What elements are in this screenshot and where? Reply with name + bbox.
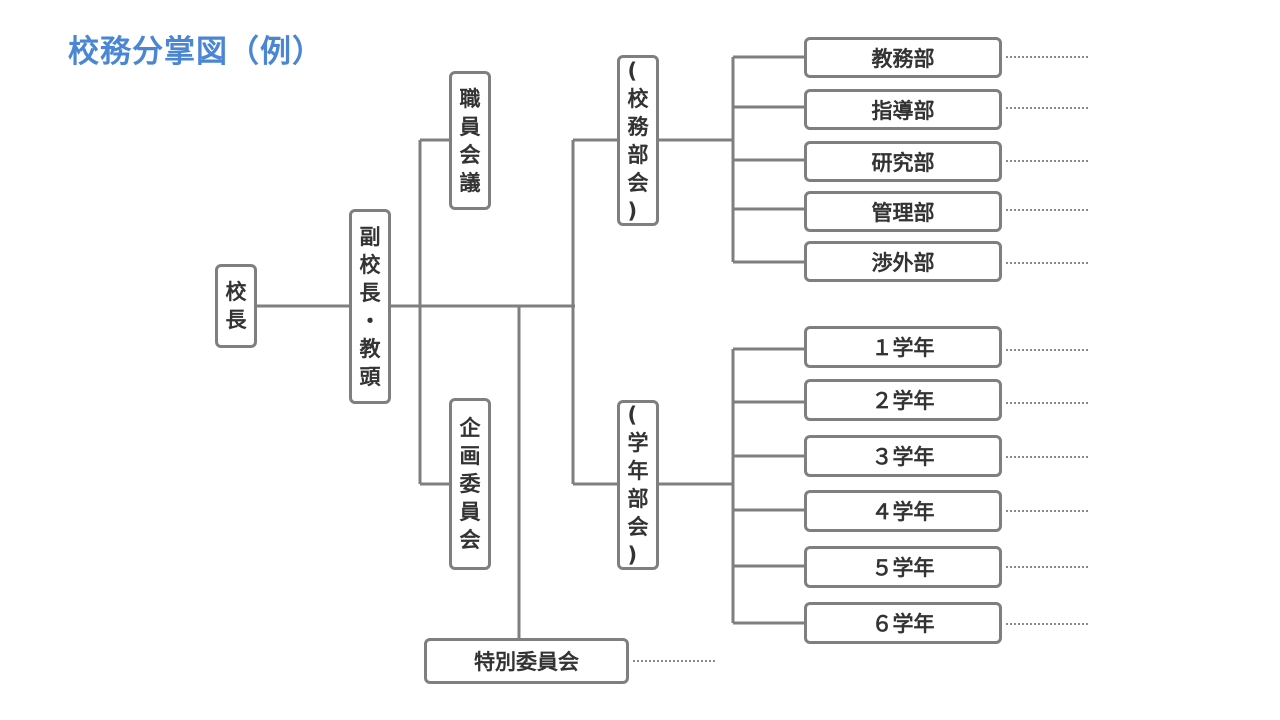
special-committee-continuation [633,660,715,662]
page-title: 校務分掌図（例） [68,34,324,70]
principal-box: 校長 [215,264,257,348]
grade-label: ３学年 [871,445,935,469]
department-box: 渉外部 [804,241,1002,282]
grade-council-label: (学年部会) [627,403,649,567]
planning-committee-label: 企画委員会 [459,416,481,552]
grade-box: ４学年 [804,490,1002,532]
department-continuation [1006,262,1088,264]
grade-continuation [1006,456,1088,458]
grade-box: １学年 [804,326,1002,368]
vice-principal-box: 副校長・教頭 [349,209,391,404]
department-continuation [1006,160,1088,162]
grade-label: ５学年 [871,556,935,580]
grade-box: ２学年 [804,379,1002,421]
department-label: 教務部 [871,46,935,71]
planning-committee-box: 企画委員会 [449,398,491,570]
grade-label: １学年 [871,336,935,360]
staff-meeting-box: 職員会議 [449,71,491,210]
department-label: 研究部 [871,150,935,175]
department-label: 渉外部 [871,250,935,275]
grade-box: ６学年 [804,602,1002,644]
grade-label: ２学年 [871,389,935,413]
department-box: 教務部 [804,37,1002,78]
department-label: 管理部 [871,200,935,225]
special-committee-box: 特別委員会 [424,638,629,684]
grade-continuation [1006,349,1088,351]
special-committee-label: 特別委員会 [474,650,579,674]
grade-continuation [1006,510,1088,512]
grade-box: ５学年 [804,546,1002,588]
grade-label: ６学年 [871,612,935,636]
staff-meeting-label: 職員会議 [459,86,481,195]
department-box: 指導部 [804,89,1002,130]
grade-continuation [1006,566,1088,568]
school-affairs-council-label: (校務部会) [627,58,649,223]
department-box: 管理部 [804,191,1002,232]
department-continuation [1006,209,1088,211]
department-continuation [1006,56,1088,58]
department-label: 指導部 [871,98,935,123]
department-box: 研究部 [804,141,1002,182]
vice-principal-label: 副校長・教頭 [359,224,381,389]
grade-council-box: (学年部会) [617,400,659,570]
grade-continuation [1006,402,1088,404]
grade-label: ４学年 [871,500,935,524]
principal-label: 校長 [225,280,247,332]
grade-continuation [1006,623,1088,625]
grade-box: ３学年 [804,435,1002,477]
department-continuation [1006,107,1088,109]
school-affairs-council-box: (校務部会) [617,55,659,226]
